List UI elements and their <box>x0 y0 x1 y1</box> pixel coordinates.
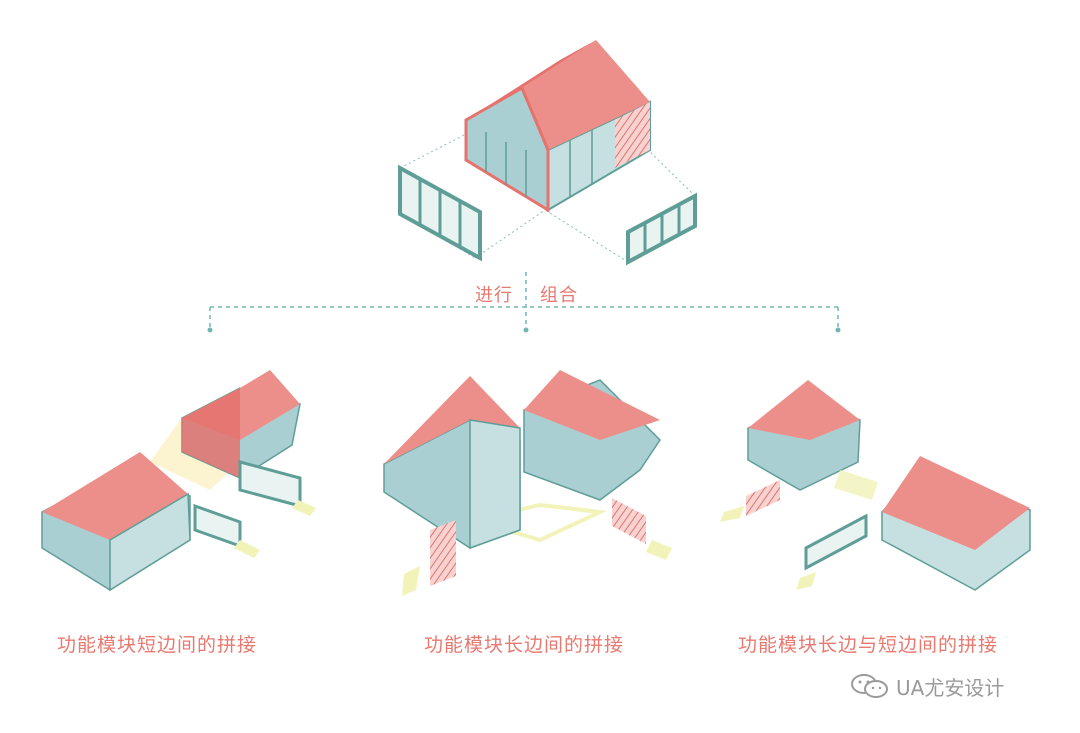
roof-right <box>522 40 650 150</box>
roof-front <box>464 85 550 213</box>
module-top <box>398 40 697 266</box>
wechat-icon <box>851 674 888 698</box>
variant-short-edge <box>41 370 316 592</box>
frame-panel-left <box>398 164 482 262</box>
label-combine: 组合 <box>540 285 578 306</box>
caption-short-edge: 功能模块短边间的拼接 <box>57 634 258 656</box>
variant-long-short-edge <box>720 380 1031 591</box>
variant-long-edge <box>383 370 672 596</box>
caption-long-edge: 功能模块长边间的拼接 <box>424 634 625 656</box>
brick-screen <box>615 102 650 168</box>
frame-panel-right <box>626 192 697 266</box>
caption-long-short-edge: 功能模块长边与短边间的拼接 <box>738 634 999 656</box>
label-proceed: 进行 <box>475 285 513 306</box>
guide-lines-top <box>399 131 696 263</box>
watermark: UA尤安设计 <box>850 672 1004 700</box>
roof-left <box>466 40 596 120</box>
connector <box>207 272 841 333</box>
watermark-text: UA尤安设计 <box>896 675 1005 700</box>
